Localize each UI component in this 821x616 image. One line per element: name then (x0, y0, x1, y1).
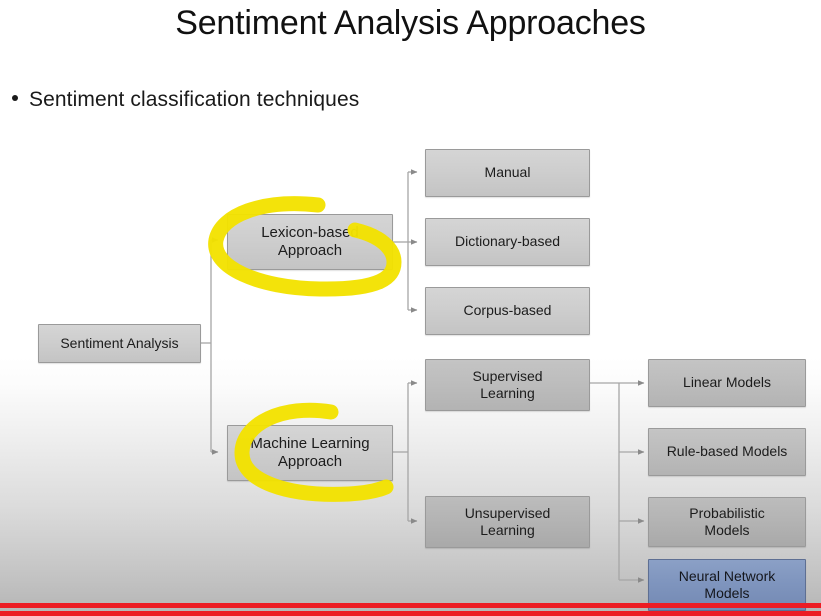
node-label: Sentiment Analysis (60, 334, 179, 351)
node-sentiment-analysis[interactable]: Sentiment Analysis (38, 324, 201, 363)
node-label: Dictionary-based (454, 233, 561, 250)
node-label-line2: Models (704, 585, 750, 601)
bullet-dot-icon (12, 95, 18, 101)
node-label-line1: Neural Network (678, 567, 776, 584)
bullet-item: Sentiment classification techniques (12, 88, 359, 112)
node-probabilistic-models[interactable]: Probabilistic Models (648, 497, 806, 547)
node-label-line2: Learning (480, 522, 535, 538)
bullet-item-text: Sentiment classification techniques (29, 88, 360, 111)
node-label-line1: Probabilistic (689, 504, 765, 521)
node-rule-based-models[interactable]: Rule-based Models (648, 428, 806, 476)
bottom-accent-bar-lower (0, 611, 821, 616)
node-unsupervised-learning[interactable]: Unsupervised Learning (425, 496, 590, 548)
node-linear-models[interactable]: Linear Models (648, 359, 806, 407)
node-label: Corpus-based (463, 302, 552, 319)
node-lexicon-based-approach[interactable]: Lexicon-based Approach (227, 214, 393, 270)
node-neural-network-models[interactable]: Neural Network Models (648, 559, 806, 611)
node-label: Linear Models (683, 374, 771, 391)
node-label-line1: Unsupervised (464, 504, 551, 521)
bottom-accent-bar-upper (0, 603, 821, 608)
node-label-line2: Approach (277, 242, 343, 259)
node-manual[interactable]: Manual (425, 149, 590, 197)
node-label-line1: Machine Learning (250, 434, 370, 452)
node-label: Manual (484, 164, 531, 181)
node-label-line1: Supervised (472, 367, 543, 384)
node-supervised-learning[interactable]: Supervised Learning (425, 359, 590, 411)
node-label-line2: Approach (277, 453, 343, 470)
node-machine-learning-approach[interactable]: Machine Learning Approach (227, 425, 393, 481)
node-corpus-based[interactable]: Corpus-based (425, 287, 590, 335)
slide-title: Sentiment Analysis Approaches (175, 4, 646, 42)
node-label-line2: Learning (480, 385, 535, 401)
node-label-line1: Lexicon-based (261, 223, 359, 241)
node-dictionary-based[interactable]: Dictionary-based (425, 218, 590, 266)
node-label: Rule-based Models (666, 443, 788, 460)
node-label-line2: Models (704, 522, 750, 538)
